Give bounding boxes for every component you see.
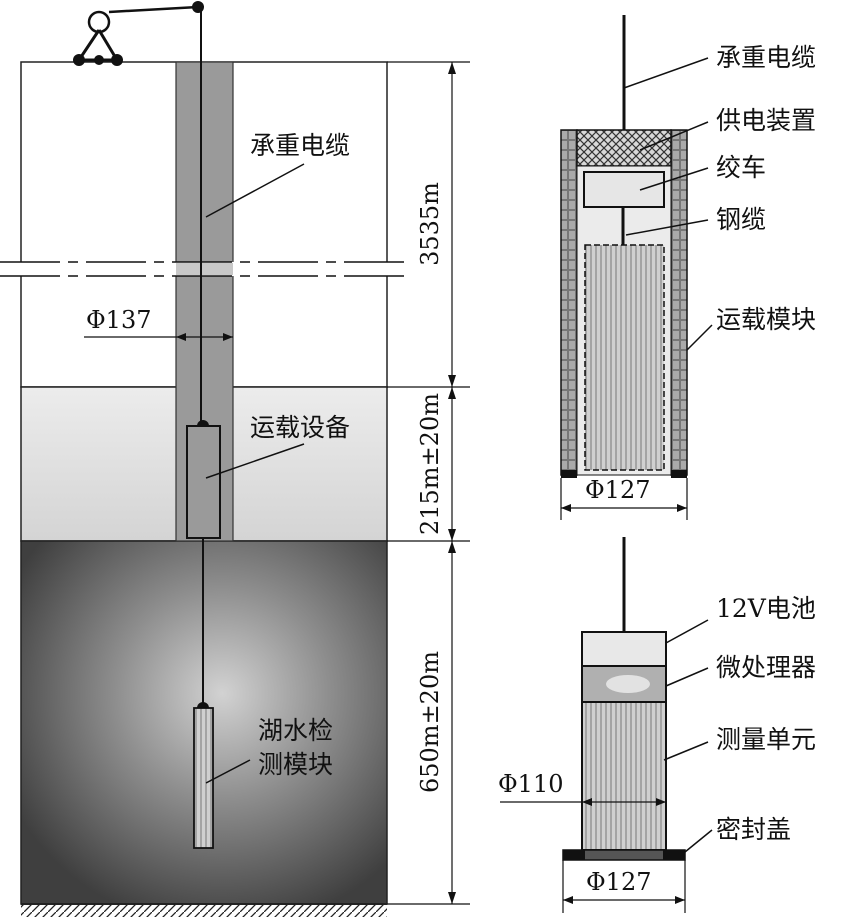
lake-bottom-hatch xyxy=(21,904,387,917)
carrier-device xyxy=(186,425,221,539)
power-supply-block xyxy=(576,129,672,167)
carrier-device-label: 运载设备 xyxy=(250,413,351,442)
power-supply-label: 供电装置 xyxy=(716,106,817,135)
carrier-right-wall xyxy=(670,129,688,476)
measurement-unit xyxy=(581,701,667,851)
borehole-diameter-label: Φ137 xyxy=(86,306,152,334)
winch-label: 绞车 xyxy=(716,153,767,182)
carrier-left-wall xyxy=(560,129,578,476)
carrier-module-detail xyxy=(560,15,713,520)
lake-probe-label-line1: 湖水检 xyxy=(258,716,334,745)
borehole-section xyxy=(0,1,470,917)
measurement-unit-label: 测量单元 xyxy=(716,725,817,754)
seal-cap-label: 密封盖 xyxy=(716,815,792,844)
carrier-module-label: 运载模块 xyxy=(716,305,817,334)
battery-label: 12V电池 xyxy=(716,594,816,623)
depth-lake-label: 650m±20m xyxy=(416,651,444,793)
lake-probe xyxy=(193,707,214,849)
microprocessor-label: 微处理器 xyxy=(716,653,817,682)
probe-outer-diameter-label: Φ127 xyxy=(586,868,652,896)
borehole-cable-label: 承重电缆 xyxy=(250,131,351,160)
lake-probe-label-line2: 测模块 xyxy=(258,750,334,779)
depth-transition-label: 215m±20m xyxy=(416,393,444,535)
winch-block xyxy=(583,171,665,208)
steel-cable-label: 钢缆 xyxy=(716,205,767,234)
depth-ice-label: 3535m xyxy=(416,182,444,266)
probe-inner-diameter-label: Φ110 xyxy=(498,770,564,798)
carrier-cable-label: 承重电缆 xyxy=(716,43,817,72)
probe-module-detail xyxy=(500,537,713,913)
carrier-diameter-label: Φ127 xyxy=(585,476,651,504)
stored-probe xyxy=(584,244,665,471)
battery-block xyxy=(581,631,667,667)
surface-winch-icon xyxy=(73,1,204,66)
